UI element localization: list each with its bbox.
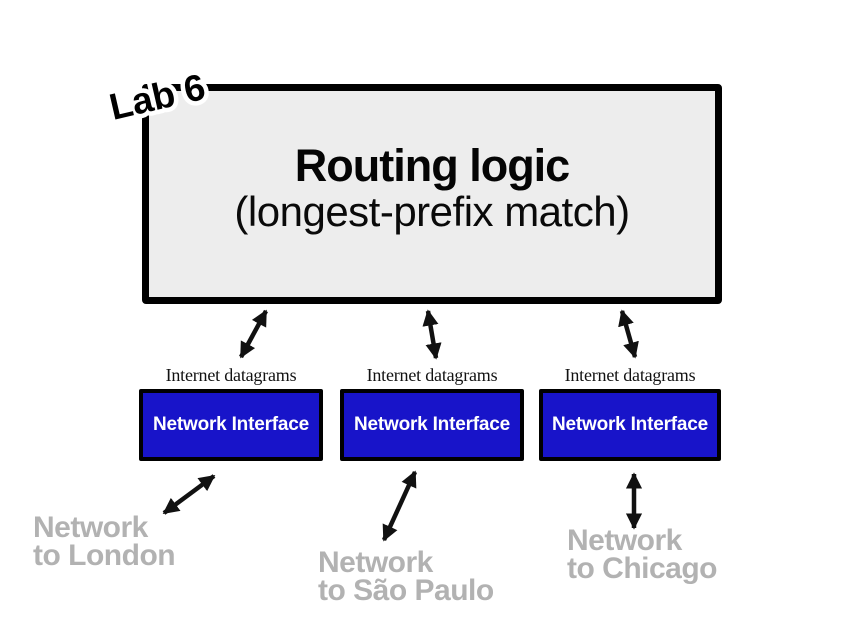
- datagram-label-2: Internet datagrams: [366, 365, 498, 385]
- network-destination-label-london: Network to London: [33, 511, 176, 572]
- routing-logic-title: Routing logic: [294, 140, 570, 191]
- network-interface-box-2: Network Interface: [340, 389, 524, 461]
- lab6-badge: Lab 6: [101, 62, 213, 133]
- destination-line2: to Chicago: [567, 552, 718, 585]
- network-destination-label-sao-paulo: Network to São Paulo: [318, 546, 494, 607]
- destination-line2: to London: [33, 539, 176, 572]
- datagram-label-3: Internet datagrams: [564, 365, 696, 385]
- network-interface-box-1: Network Interface: [139, 389, 323, 461]
- destination-line1: Network: [33, 511, 148, 544]
- destination-line1: Network: [318, 546, 433, 579]
- routing-logic-box: Routing logic (longest-prefix match): [142, 84, 722, 304]
- network-interface-box-3: Network Interface: [539, 389, 721, 461]
- destination-line1: Network: [567, 524, 682, 557]
- network-interface-label-3: Network Interface: [551, 414, 709, 435]
- lab6-badge-text: Lab 6: [106, 66, 209, 128]
- destination-line2: to São Paulo: [318, 574, 494, 607]
- routing-logic-subtitle: (longest-prefix match): [234, 188, 630, 235]
- network-destination-label-chicago: Network to Chicago: [567, 524, 718, 585]
- router-interface-arrow-3: [618, 309, 639, 359]
- network-interface-label-1: Network Interface: [152, 414, 310, 435]
- interface-network-arrow-1: [162, 474, 216, 515]
- datagram-label-1: Internet datagrams: [165, 365, 297, 385]
- router-interface-arrow-1: [239, 309, 268, 359]
- network-interface-label-2: Network Interface: [353, 414, 511, 435]
- router-interface-arrow-2: [422, 309, 442, 360]
- interface-network-arrow-2: [381, 470, 418, 542]
